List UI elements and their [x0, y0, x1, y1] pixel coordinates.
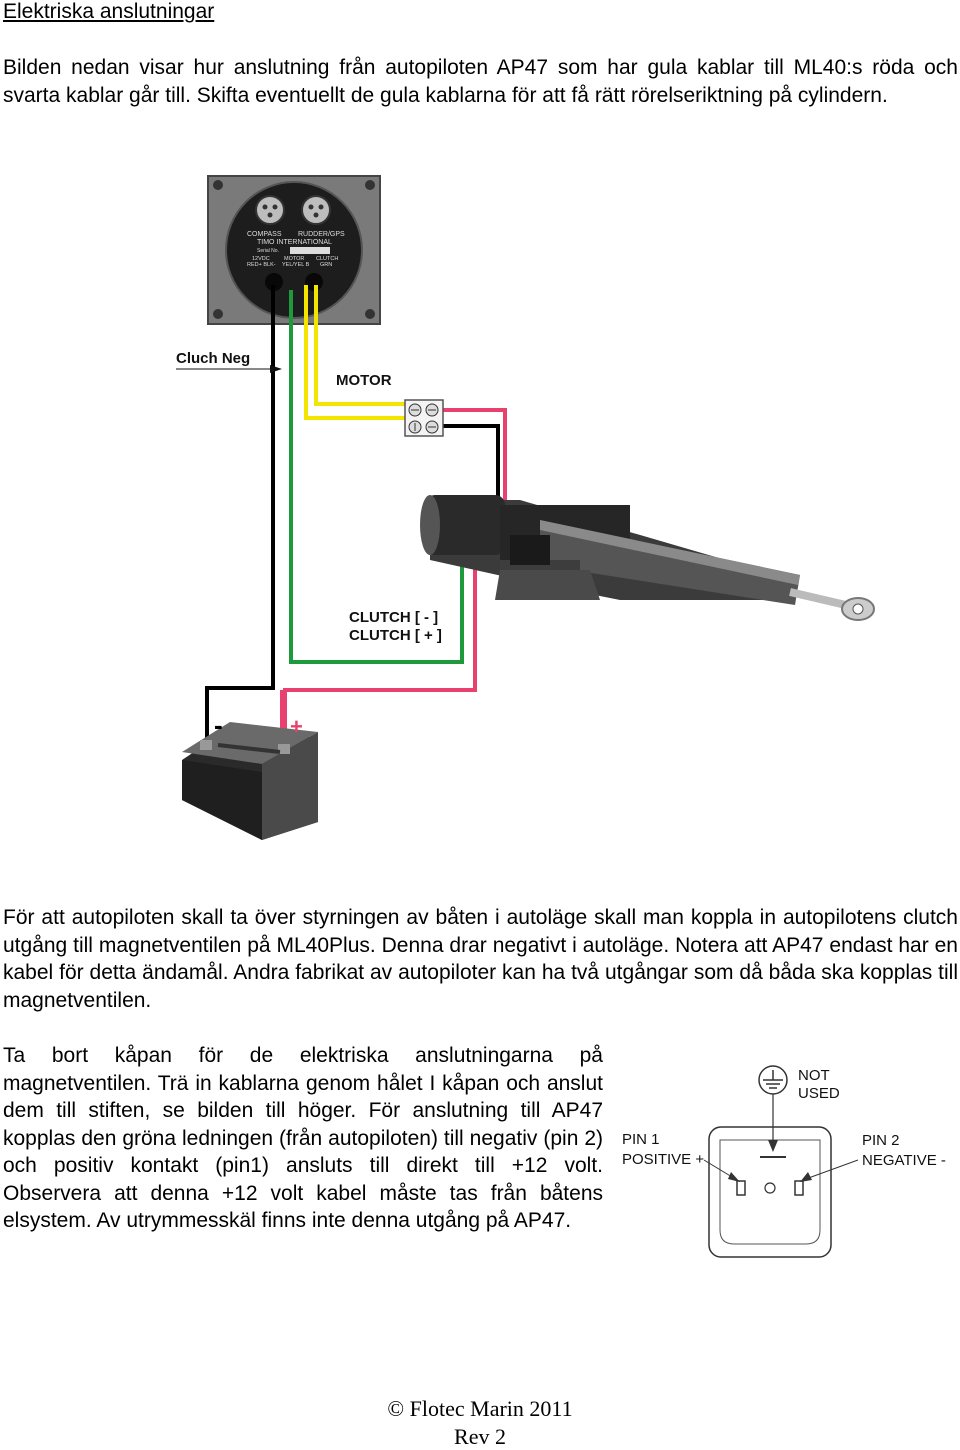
- not-used-label-1: NOT: [798, 1067, 830, 1084]
- panel-yel: YEL/YEL B: [282, 262, 310, 268]
- battery-plus: +: [290, 714, 303, 739]
- panel-grn: GRN: [320, 262, 332, 268]
- black-wire: [205, 285, 275, 742]
- battery: - +: [182, 710, 318, 840]
- wiring-diagram: COMPASS RUDDER/GPS TIMO INTERNATIONAL Se…: [176, 175, 875, 840]
- black-wire-motor: [440, 424, 500, 500]
- ground-icon: [758, 1065, 788, 1095]
- pin2-label: PIN 2: [862, 1132, 900, 1149]
- footer-revision: Rev 2: [454, 1424, 506, 1449]
- pin1-label: PIN 1: [622, 1131, 660, 1148]
- pin1-polarity: POSITIVE +: [622, 1151, 704, 1168]
- motor-label: MOTOR: [336, 372, 392, 389]
- red-wire-motor: [440, 408, 507, 500]
- page-heading: Elektriska anslutningar: [3, 0, 215, 23]
- panel-brand: TIMO INTERNATIONAL: [257, 239, 332, 246]
- cluch-neg-label: Cluch Neg: [176, 350, 250, 367]
- panel-redblk: RED+ BLK-: [247, 262, 276, 268]
- panel-rudder: RUDDER/GPS: [298, 231, 345, 238]
- pin2-polarity: NEGATIVE -: [862, 1152, 946, 1169]
- clutch-plus-label: CLUTCH [ + ]: [349, 627, 442, 644]
- linear-actuator: [420, 495, 875, 621]
- panel-serial: Serial No.: [257, 248, 279, 254]
- panel-motor: MOTOR: [284, 256, 304, 262]
- yellow-wire-1: [304, 285, 408, 420]
- clutch-paragraph: För att autopiloten skall ta över styrni…: [3, 906, 958, 1012]
- panel-12vdc: 12VDC: [252, 256, 270, 262]
- clutch-minus-label: CLUTCH [ - ]: [349, 609, 438, 626]
- compass-connector: [255, 195, 285, 225]
- panel-compass: COMPASS: [247, 231, 282, 238]
- red-wire-clutch: [283, 565, 477, 742]
- rudder-connector: [301, 195, 331, 225]
- green-wire: [289, 290, 464, 664]
- battery-minus: -: [214, 710, 223, 740]
- not-used-label-2: USED: [798, 1085, 840, 1102]
- footer-copyright: © Flotec Marin 2011: [387, 1396, 573, 1421]
- cover-paragraph: Ta bort kåpan för de elektriska anslutni…: [3, 1044, 603, 1232]
- intro-paragraph: Bilden nedan visar hur anslutning från a…: [3, 56, 958, 107]
- yellow-wire-2: [314, 285, 408, 406]
- panel-clutch: CLUTCH: [316, 256, 338, 262]
